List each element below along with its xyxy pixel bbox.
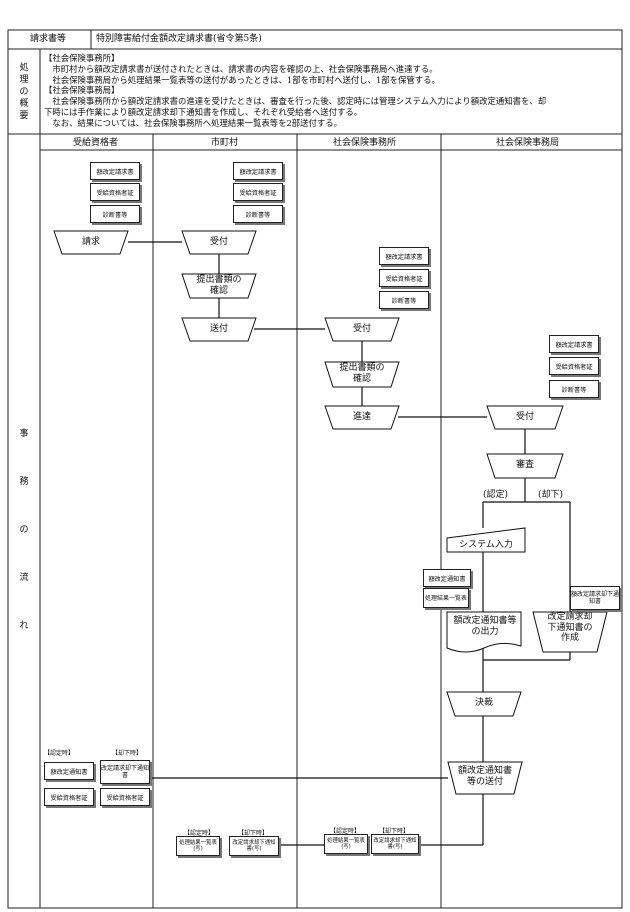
doc-jukyu: 受給資格者証 [44, 788, 94, 806]
step-uketsuke-municipality: 受付 [209, 237, 228, 247]
doc-gakukaitei: 額改定請求書 [379, 247, 429, 265]
step-soufu-municipality: 送付 [209, 324, 228, 334]
doc-kaitei-tsuchi: 額改定通知書 [44, 762, 94, 780]
overview-line: 【社会保険事務所】 [44, 53, 120, 63]
lane-header-applicant: 受給資格者 [73, 138, 119, 148]
doc-shindan: 診断書等 [379, 291, 429, 309]
doc-kaitei-kyakka-tsuchi: 改定請求却下通知書 [100, 760, 150, 784]
doc-kyakka-tsuchi: 額改定請求却下通知書 [570, 586, 620, 610]
branch-kyakka: (却下) [538, 490, 564, 500]
doc-shori-ichiran-copy: 処理結果一覧表(写) [176, 836, 220, 856]
doc-kyakka-copy: 改定請求却下通知書(写) [371, 834, 419, 854]
step-kessai: 決裁 [474, 698, 493, 708]
overview-line: 社会保険事務局から処理結果一覧表等の送付があったときは、1部を市町村へ送付し、1… [44, 74, 440, 85]
branch-nintei: (認定) [483, 490, 509, 500]
doc-shindan: 診断書等 [549, 380, 599, 398]
tag-nintei-office: 【認定時】 [330, 828, 361, 835]
lane-header-municipality: 市町村 [211, 138, 239, 148]
doc-kaitei-tsuchi: 額改定通知書 [423, 569, 471, 587]
doc-jukyu: 受給資格者証 [100, 788, 150, 806]
doc-gakukaitei: 額改定請求書 [90, 162, 140, 180]
step-shintatsu: 進達 [352, 412, 371, 422]
doc-shindan: 診断書等 [90, 205, 140, 223]
tag-kyakka-municipality: 【却下時】 [238, 830, 269, 837]
step-shinsa: 審査 [515, 460, 534, 470]
doc-gakukaitei: 額改定請求書 [549, 335, 599, 353]
step-seikyu: 請求 [81, 237, 100, 247]
doc-jukyu: 受給資格者証 [233, 183, 283, 201]
step-create: 改定請求却下通知書の作成 [547, 612, 593, 643]
doc-kyakka-copy: 改定請求却下通知書(写) [229, 836, 279, 856]
header-col1: 請求書等 [30, 34, 67, 44]
doc-jukyu: 受給資格者証 [549, 357, 599, 375]
doc-shori-ichiran-copy: 処理結果一覧表(写) [324, 834, 368, 854]
doc-jukyu: 受給資格者証 [90, 183, 140, 201]
step-uketsuke-bureau: 受付 [515, 412, 534, 422]
doc-shori-kekka: 処理結果一覧表 [423, 588, 469, 608]
seikyu-shape [53, 230, 129, 255]
overview-line: なお、結果については、社会保険事務所へ処理結果一覧表等を2部送付する。 [44, 117, 343, 128]
header-col2: 特別障害給付金額改定請求書(省令第5条) [96, 34, 262, 44]
overview-line: 市町村から額改定請求書が送付されたときは、請求書の内容を確認の上、社会保険事務局… [44, 63, 438, 74]
step-system: システム入力 [459, 540, 513, 550]
overview-text: 【社会保険事務所】 市町村から額改定請求書が送付されたときは、請求書の内容を確認… [44, 53, 624, 129]
tag-kyakka-applicant: 【却下時】 [112, 750, 143, 757]
overview-side-label: 処理の概要 [19, 63, 29, 121]
overview-line: 【社会保険事務局】 [44, 85, 120, 96]
tag-kyakka-office: 【却下時】 [379, 828, 410, 835]
flow-side-label: 事務の流れ [19, 429, 29, 631]
doc-shindan: 診断書等 [233, 205, 283, 223]
step-output: 額改定通知書等の出力 [453, 616, 517, 637]
overview-line: 社会保険事務所から額改定請求書の進達を受けたときは、審査を行った後、認定時には管… [44, 96, 547, 107]
tag-nintei-municipality: 【認定時】 [184, 830, 215, 837]
step-kakunin-municipality: 提出書類の確認 [196, 275, 242, 296]
step-kakunin-office: 提出書類の確認 [339, 363, 385, 384]
overview-line: 下時には手作業により額改定請求却下通知書を作成し、それぞれ受給者へ送付する。 [44, 106, 363, 117]
doc-gakukaitei: 額改定請求書 [233, 162, 283, 180]
lane-header-bureau: 社会保険事務局 [496, 138, 560, 148]
lane-header-office: 社会保険事務所 [333, 138, 397, 148]
doc-jukyu: 受給資格者証 [379, 269, 429, 287]
step-uketsuke-office: 受付 [352, 324, 371, 334]
tag-nintei-applicant: 【認定時】 [44, 750, 75, 757]
step-soufu-final: 額改定通知書等の送付 [457, 766, 512, 787]
